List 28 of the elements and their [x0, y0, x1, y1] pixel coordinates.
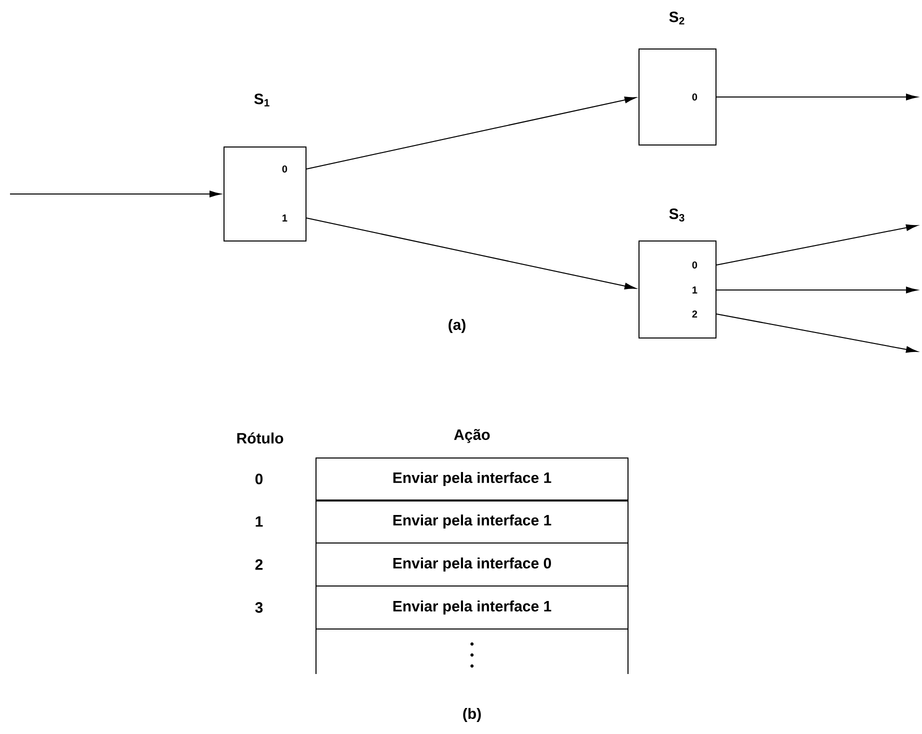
port-number: 0: [692, 261, 698, 269]
arrow: [716, 286, 918, 294]
port-number: 1: [282, 214, 288, 222]
table-cell: Enviar pela interface 1: [316, 458, 628, 502]
port-number: 2: [692, 310, 698, 318]
arrow: [306, 96, 636, 170]
row-label: 1: [256, 516, 263, 527]
switch-label: S$_{1}$: [254, 94, 270, 106]
switch-label: S$_{2}$: [669, 12, 684, 24]
arrow: [306, 218, 636, 290]
figure-label: (b): [463, 708, 481, 722]
arrow: [716, 94, 918, 100]
row-label: 0: [255, 474, 263, 484]
port-number: 0: [282, 165, 288, 173]
row-label: 2: [255, 559, 263, 570]
switch-label: S$_{3}$: [669, 208, 684, 222]
row-label: 3: [255, 602, 263, 613]
figure-label: (a): [448, 319, 466, 333]
table-cell: Enviar pela interface 0: [316, 542, 628, 586]
arrow: [10, 190, 221, 198]
arrow: [716, 224, 918, 266]
column-header: Ação: [454, 429, 490, 443]
arrow: [716, 314, 918, 353]
table-cell: Enviar pela interface 1: [316, 586, 628, 630]
table-cell: Enviar pela interface 1: [316, 500, 628, 544]
column-header: Rótulo: [237, 432, 284, 444]
port-number: 1: [692, 286, 698, 294]
port-number: 0: [692, 93, 698, 101]
